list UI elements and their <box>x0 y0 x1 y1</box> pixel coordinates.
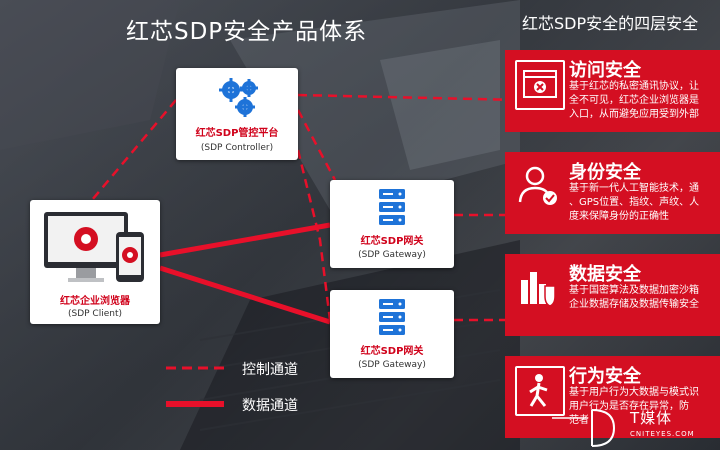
legend-control: 控制通道 <box>160 358 330 378</box>
watermark-sub: CNITEYES.COM <box>630 430 695 438</box>
gateway1-sub: (SDP Gateway) <box>358 250 426 260</box>
user-behavior-icon <box>515 366 565 416</box>
sdp-controller-node: 红芯SDP管控平台 (SDP Controller) <box>176 68 298 160</box>
card-desc: 基于国密算法及数据加密沙箱企业数据存储及数据传输安全 <box>569 285 699 310</box>
controller-sub: (SDP Controller) <box>200 143 274 153</box>
legend-data-label: 数据通道 <box>242 398 298 414</box>
card-identity-security: 身份安全 基于新一代人工智能技术，通、GPS位置、指纹、声纹、人度来保障身份的正… <box>505 152 720 234</box>
four-layer-title: 红芯SDP安全的四层安全 <box>522 14 699 33</box>
control-line-controller-client <box>91 99 177 201</box>
card-desc: 基于红芯的私密通讯协议，让全不可见，红芯企业浏览器是入口，从而避免应用受到外部 <box>569 81 699 120</box>
gateway1-name: 红芯SDP网关 <box>360 236 424 247</box>
card-data-security: 数据安全 基于国密算法及数据加密沙箱企业数据存储及数据传输安全 <box>505 254 720 336</box>
card-access-security: 访问安全 基于红芯的私密通讯协议，让全不可见，红芯企业浏览器是入口，从而避免应用… <box>505 50 720 132</box>
card-behavior-security: 行为安全 基于用户行为大数据与模式识用户行为是否存在异常，防范者 <box>505 356 720 438</box>
page-title: 红芯SDP安全产品体系 <box>126 19 368 45</box>
card-title: 数据安全 <box>569 264 641 285</box>
sdp-gateway-node-1: 红芯SDP网关 (SDP Gateway) <box>330 180 454 268</box>
watermark-logo-icon <box>552 409 616 447</box>
card-desc: 基于用户行为大数据与模式识用户行为是否存在异常，防范者 <box>569 387 699 426</box>
control-line-controller-apps <box>297 93 521 102</box>
server-icon <box>379 299 405 335</box>
gateway2-sub: (SDP Gateway) <box>358 360 426 370</box>
client-name: 红芯企业浏览器 <box>60 296 130 307</box>
legend-data: 数据通道 <box>160 394 330 414</box>
card-desc: 基于新一代人工智能技术，通、GPS位置、指纹、声纹、人度来保障身份的正确性 <box>569 183 700 222</box>
data-line-client-gateway1 <box>159 222 331 258</box>
devices-icon <box>44 212 144 282</box>
data-shield-icon <box>515 264 561 310</box>
dashed-line-swatch <box>166 366 224 370</box>
card-title: 行为安全 <box>569 366 641 387</box>
user-check-icon <box>515 162 561 208</box>
client-sub: (SDP Client) <box>67 309 122 319</box>
browser-x-icon <box>515 60 565 110</box>
sdp-client-node: 红芯企业浏览器 (SDP Client) <box>30 200 160 324</box>
gateway2-name: 红芯SDP网关 <box>360 346 424 357</box>
solid-line-swatch <box>166 401 224 407</box>
watermark-text: T媒体 <box>630 409 673 427</box>
gears-icon <box>219 78 258 117</box>
card-title: 身份安全 <box>569 162 641 183</box>
control-line-controller-gateway2 <box>296 149 332 321</box>
controller-name: 红芯SDP管控平台 <box>195 128 279 139</box>
control-line-controller-gateway1 <box>296 109 337 181</box>
server-icon <box>379 189 405 225</box>
data-line-client-gateway2 <box>159 265 331 325</box>
sdp-gateway-node-2: 红芯SDP网关 (SDP Gateway) <box>330 290 454 378</box>
card-title: 访问安全 <box>569 60 641 81</box>
legend-control-label: 控制通道 <box>242 362 298 378</box>
watermark: T媒体 CNITEYES.COM <box>552 404 720 450</box>
